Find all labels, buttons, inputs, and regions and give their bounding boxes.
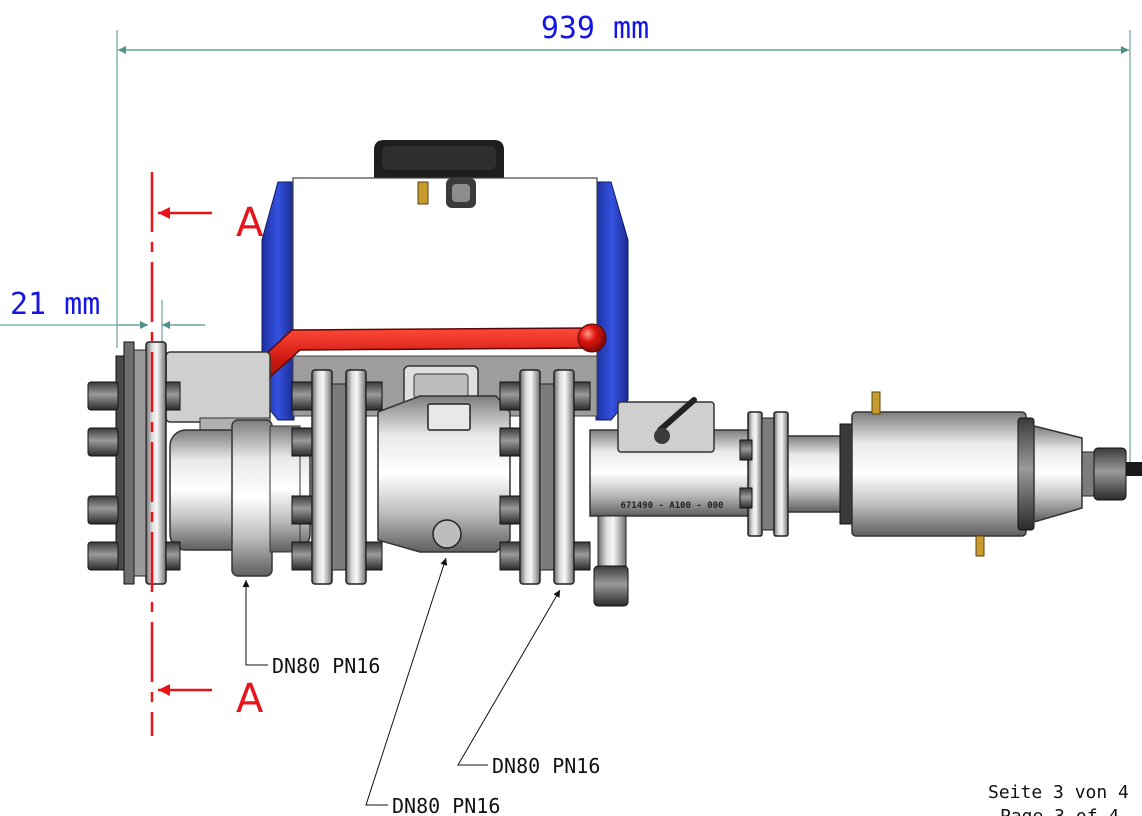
page-number-english: Page 3 of 4 <box>1000 806 1119 816</box>
outlet-pipe-assembly: 671490 - A100 - 000 <box>589 397 855 607</box>
page-footer: Seite 3 von 4 Page 3 of 4 <box>988 782 1129 816</box>
callout-3-label: DN80 PN16 <box>492 754 600 778</box>
flange-pair-2 <box>499 369 591 585</box>
overall-length-dimension: 939 mm <box>116 11 1131 462</box>
overall-length-label: 939 mm <box>541 11 649 46</box>
section-line-a-a: A A <box>150 172 264 736</box>
inlet-flange-stack <box>87 341 181 585</box>
callout-2: DN80 PN16 <box>365 557 500 816</box>
offset-dimension: 21 mm <box>0 287 205 350</box>
offset-label: 21 mm <box>10 287 100 322</box>
callout-1: DN80 PN16 <box>242 580 380 678</box>
ball-valve-body <box>165 351 311 577</box>
section-letter-bottom: A <box>236 676 264 722</box>
callout-2-label: DN80 PN16 <box>392 794 500 816</box>
page-number: Seite 3 von 4 <box>988 782 1129 803</box>
callout-3: DN80 PN16 <box>457 589 600 778</box>
flange-pair-1 <box>291 369 383 585</box>
section-letter-top: A <box>236 200 264 246</box>
part-marking: 671490 - A100 - 000 <box>621 501 724 511</box>
center-spool <box>377 395 511 553</box>
callout-1-label: DN80 PN16 <box>272 654 380 678</box>
cylindrical-sensor-unit <box>839 391 1142 557</box>
